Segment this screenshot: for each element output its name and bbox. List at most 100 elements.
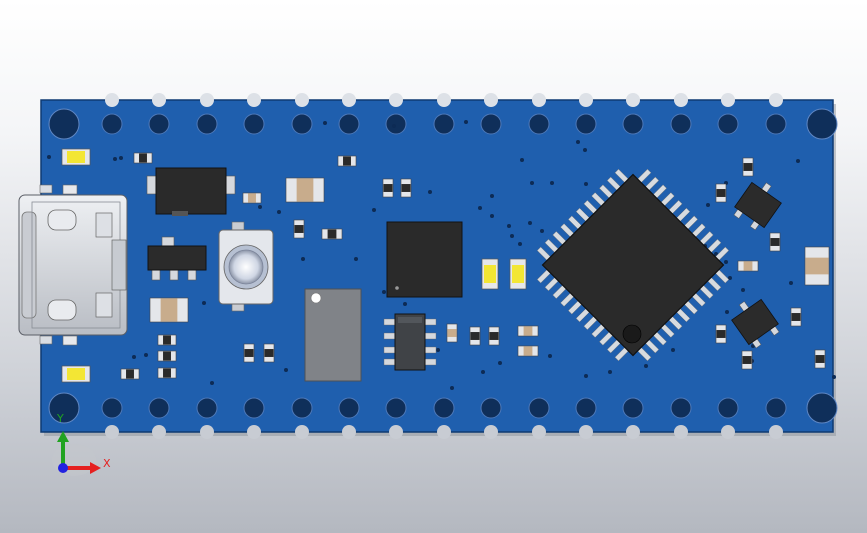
passive-body: [163, 368, 171, 378]
via: [490, 194, 494, 198]
led-rx: [509, 258, 527, 290]
pin-hole: [765, 113, 787, 135]
led-tx: [481, 258, 499, 290]
pin-hole: [480, 113, 502, 135]
passive-body: [294, 225, 304, 233]
via: [202, 301, 206, 305]
via: [520, 158, 524, 162]
pin-hole: [101, 397, 123, 419]
bottom-pin-row[interactable]: [101, 397, 787, 419]
castellation: [532, 93, 546, 107]
via: [284, 368, 288, 372]
castellation: [626, 425, 640, 439]
castellation: [579, 425, 593, 439]
mcu-qfp: [536, 168, 730, 362]
pin-hole: [575, 113, 597, 135]
castellation: [674, 93, 688, 107]
via: [584, 374, 588, 378]
pin-hole: [528, 397, 550, 419]
z-axis-dot: [58, 463, 68, 473]
via: [644, 364, 648, 368]
via: [507, 224, 511, 228]
pin-hole: [101, 113, 123, 135]
via: [490, 214, 494, 218]
castellation: [389, 93, 403, 107]
via: [478, 206, 482, 210]
passive-body: [447, 329, 457, 337]
soic-pin: [423, 318, 437, 326]
mounting-holes: [48, 108, 838, 424]
castellation: [721, 425, 735, 439]
pin-hole: [765, 397, 787, 419]
usb-lug-top: [62, 184, 78, 195]
pin-hole: [291, 113, 313, 135]
pin-hole: [622, 113, 644, 135]
usb-opening: [21, 211, 37, 319]
y-axis-head: [57, 431, 69, 442]
usb-slot-bottom: [47, 299, 77, 321]
soic-pin: [383, 332, 397, 340]
soic-pin: [383, 358, 397, 366]
pin-hole: [717, 397, 739, 419]
passive-body: [160, 298, 178, 322]
via: [323, 121, 327, 125]
via: [450, 386, 454, 390]
mount-hole-br: [806, 392, 838, 424]
passive-body: [296, 178, 314, 202]
passive-body: [489, 332, 499, 340]
via: [436, 348, 440, 352]
passive-body: [770, 238, 780, 246]
castellation: [721, 93, 735, 107]
sot23-lower: [731, 298, 780, 349]
castellation: [769, 93, 783, 107]
castellation: [200, 425, 214, 439]
pin-hole: [338, 113, 360, 135]
passive-body: [126, 369, 134, 379]
top-pin-row[interactable]: [101, 113, 787, 135]
passive-body: [244, 349, 254, 357]
mount-hole-tl: [48, 108, 80, 140]
usb-c-connector[interactable]: [18, 184, 128, 346]
via: [576, 140, 580, 144]
passive-body: [163, 335, 171, 345]
pin-hole: [385, 113, 407, 135]
soic-pin: [383, 318, 397, 326]
passive-body: [815, 355, 825, 363]
via: [403, 302, 407, 306]
via: [301, 257, 305, 261]
castellation: [295, 93, 309, 107]
passive-body: [327, 229, 337, 239]
mount-hole-tr: [806, 108, 838, 140]
castellation: [152, 425, 166, 439]
pin-hole: [243, 113, 265, 135]
via: [728, 276, 732, 280]
pin-hole: [196, 113, 218, 135]
castellation: [342, 425, 356, 439]
passive-body: [743, 261, 753, 271]
soic-pin: [383, 346, 397, 354]
via: [47, 155, 51, 159]
passive-body: [139, 153, 147, 163]
pin-hole: [575, 397, 597, 419]
via: [832, 375, 836, 379]
castellation: [484, 425, 498, 439]
castellation: [437, 93, 451, 107]
mount-hole-bl: [48, 392, 80, 424]
castellation: [484, 93, 498, 107]
small-ic-soic: [383, 313, 437, 371]
castellation: [247, 425, 261, 439]
castellation: [579, 93, 593, 107]
passive-body: [401, 184, 411, 192]
led-power: [61, 148, 91, 166]
pin-hole: [148, 397, 170, 419]
via: [113, 157, 117, 161]
schottky-diode: [146, 167, 236, 216]
passive-body: [470, 332, 480, 340]
castellation: [769, 425, 783, 439]
tactile-button[interactable]: [218, 221, 274, 312]
castellation: [200, 93, 214, 107]
via: [741, 288, 745, 292]
top-castellations: [105, 93, 783, 107]
